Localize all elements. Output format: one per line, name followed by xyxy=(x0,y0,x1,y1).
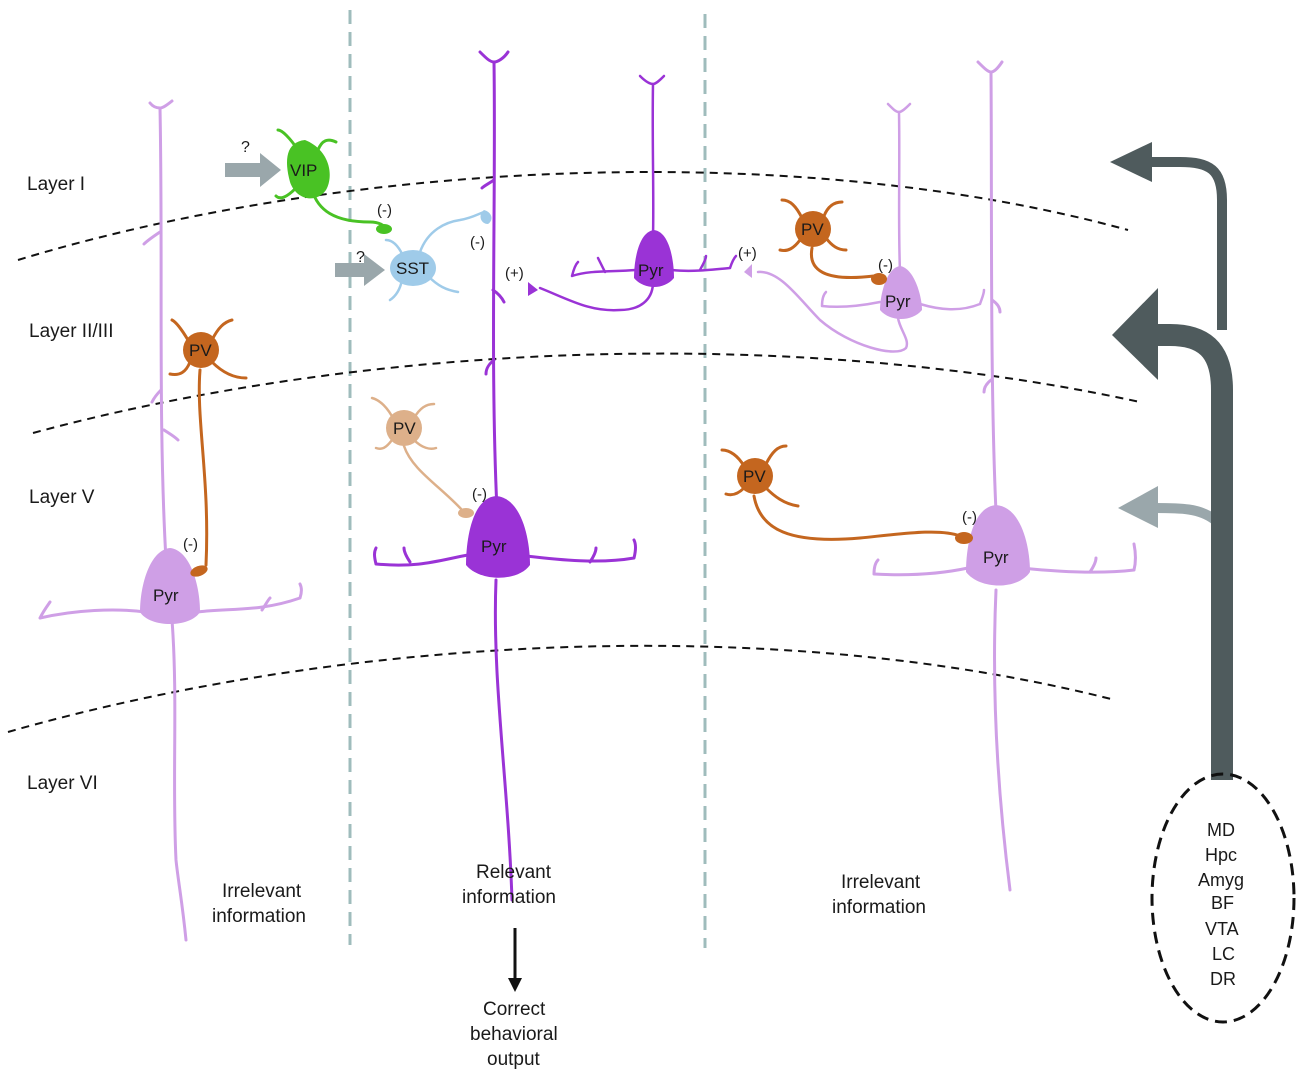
modulatory-arrow-layer23-head xyxy=(1112,288,1158,380)
middle-pyr-l5-neuron xyxy=(373,50,637,902)
output-label-line2: behavioral xyxy=(470,1024,558,1045)
middle-excite-synapse xyxy=(528,282,538,296)
layer-boundary-3 xyxy=(7,644,1116,733)
left-pyr-soma xyxy=(140,548,200,624)
left-pyr-label: Pyr xyxy=(153,586,179,605)
modulatory-arrow-layer1 xyxy=(1150,157,1227,330)
layer-label-5: Layer V xyxy=(29,487,95,508)
right-pv-l5-interneuron xyxy=(720,444,962,541)
middle-pv-soma xyxy=(386,410,422,446)
right-pyr-l5-soma xyxy=(966,505,1030,586)
vip-input-question: ? xyxy=(241,139,250,156)
layer-label-6: Layer VI xyxy=(27,773,98,794)
middle-pyr-l23-neuron xyxy=(538,74,738,312)
left-pv-synapse xyxy=(190,565,208,577)
middle-pyr-l5-label: Pyr xyxy=(481,537,507,556)
middle-pyr-l23-label: Pyr xyxy=(638,261,664,280)
right-pyr-l5-label: Pyr xyxy=(983,548,1009,567)
column-dividers xyxy=(348,10,707,948)
layer-boundary-2 xyxy=(32,352,1141,434)
vip-label: VIP xyxy=(290,161,317,180)
middle-pv-synapse xyxy=(458,508,474,518)
source-region-md: MD xyxy=(1207,820,1235,840)
middle-pyr-l5-soma xyxy=(466,496,530,578)
modulatory-projections: MD Hpc Amyg BF VTA LC DR xyxy=(1110,142,1296,1024)
right-pv-l5-label: PV xyxy=(743,467,766,486)
right-pyr-l23-neuron xyxy=(756,102,986,353)
vip-input-arrow xyxy=(225,153,281,187)
modulatory-arrow-layer5-head xyxy=(1118,486,1158,528)
source-region-bf: BF xyxy=(1211,893,1234,913)
sst-synapse xyxy=(480,210,492,224)
vip-inhibit-sign: (-) xyxy=(377,202,392,219)
source-regions-ellipse xyxy=(1150,772,1296,1024)
source-region-hpc: Hpc xyxy=(1205,845,1237,865)
source-region-dr: DR xyxy=(1210,969,1236,989)
layer-boundaries xyxy=(7,171,1141,733)
right-pv-l23-interneuron xyxy=(778,198,876,280)
left-inhibit-sign: (-) xyxy=(183,536,198,553)
right-pyr-l23-soma xyxy=(880,266,922,319)
middle-column-label-line1: Relevant xyxy=(476,862,552,883)
middle-pv-interneuron xyxy=(370,396,464,512)
left-column-label-line1: Irrelevant xyxy=(222,881,302,902)
vip-soma xyxy=(286,140,330,199)
right-pv-l5-soma xyxy=(737,458,773,494)
right-pv-l23-label: PV xyxy=(801,220,824,239)
layer-label-2-3: Layer II/III xyxy=(29,321,113,342)
left-column: Pyr PV (-) Irrelevant information xyxy=(38,99,306,942)
right-l5-inhibit-sign: (-) xyxy=(962,509,977,526)
right-column-label-line1: Irrelevant xyxy=(841,872,921,893)
middle-column: Pyr Pyr (+) PV (-) Relevant information xyxy=(370,50,738,1070)
right-column: Pyr Pyr (+) PV (-) xyxy=(720,60,1137,918)
right-column-label-line2: information xyxy=(832,897,926,918)
right-excite-sign: (+) xyxy=(738,245,757,262)
middle-inhibit-sign: (-) xyxy=(472,486,487,503)
layer-label-1: Layer I xyxy=(27,174,85,195)
left-pv-label: PV xyxy=(189,341,212,360)
right-pv-l23-soma xyxy=(795,211,831,247)
right-pyr-l5-neuron xyxy=(872,60,1137,892)
middle-pyr-l23-soma xyxy=(634,230,674,287)
sst-interneuron: SST (-) ? xyxy=(335,210,492,302)
source-region-vta: VTA xyxy=(1205,919,1239,939)
middle-pv-label: PV xyxy=(393,419,416,438)
sst-input-arrow xyxy=(335,254,385,286)
middle-column-label-line2: information xyxy=(462,887,556,908)
source-region-lc: LC xyxy=(1212,944,1235,964)
right-pv-l5-synapse xyxy=(955,532,973,544)
source-region-amyg: Amyg xyxy=(1198,870,1244,890)
right-l23-inhibit-sign: (-) xyxy=(878,257,893,274)
output-label-line3: output xyxy=(487,1049,541,1070)
output-label-line1: Correct xyxy=(483,999,546,1020)
right-pyr-l23-label: Pyr xyxy=(885,292,911,311)
left-pyr-neuron xyxy=(38,99,303,942)
left-pv-soma xyxy=(183,332,219,368)
right-pv-l23-synapse xyxy=(871,273,887,285)
vip-synapse xyxy=(376,224,392,234)
vip-interneuron: VIP (-) ? xyxy=(225,128,392,234)
modulatory-arrow-layer23 xyxy=(1150,324,1233,780)
sst-input-question: ? xyxy=(356,249,365,266)
modulatory-arrow-layer5 xyxy=(1154,503,1219,525)
layer-boundary-1 xyxy=(17,171,1129,261)
sst-label: SST xyxy=(396,259,429,278)
output-arrow-head xyxy=(508,978,522,992)
sst-inhibit-sign: (-) xyxy=(470,234,485,251)
middle-excite-sign: (+) xyxy=(505,265,524,282)
modulatory-arrow-layer1-head xyxy=(1110,142,1152,182)
left-column-label-line2: information xyxy=(212,906,306,927)
sst-soma xyxy=(390,250,436,286)
right-excite-synapse xyxy=(744,264,752,278)
